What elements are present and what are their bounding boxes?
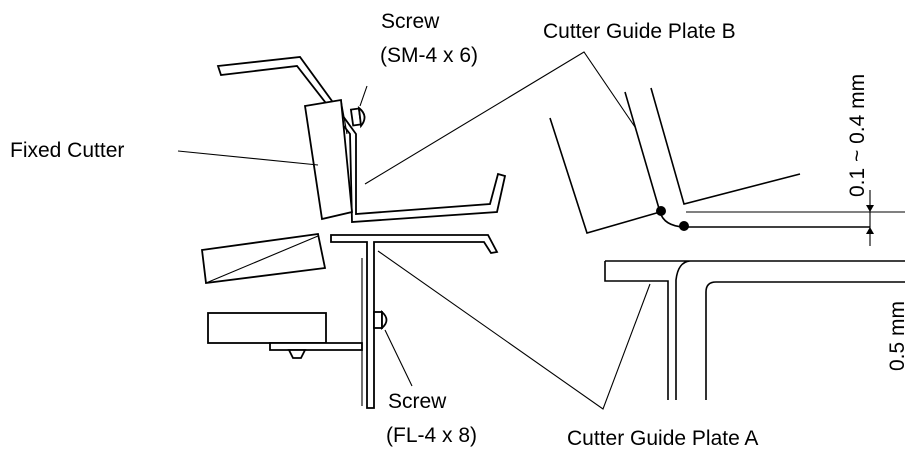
dimension-lines (686, 190, 905, 246)
movable-blade (201, 232, 327, 285)
screw-bottom-spec: (FL-4 x 8) (386, 424, 477, 447)
cutter-guide-b-label: Cutter Guide Plate B (543, 20, 736, 43)
gap-a-dimension: 0.5 mm (886, 301, 909, 371)
cutter-guide-a-label: Cutter Guide Plate A (567, 427, 758, 450)
fixed-cutter (303, 98, 353, 221)
screw-top-label: Screw (381, 10, 440, 33)
detail-plate-b (549, 87, 870, 234)
screw-top-spec: (SM-4 x 6) (380, 44, 478, 67)
leader-lines (177, 51, 651, 410)
gap-b-dimension: 0.1 ~ 0.4 mm (846, 74, 869, 197)
fixed-cutter-label: Fixed Cutter (10, 139, 124, 162)
screw-bottom-label: Screw (388, 390, 447, 413)
screw-sm-icon (349, 105, 366, 129)
screw-fl-icon (373, 309, 388, 331)
detail-plate-a (604, 260, 905, 400)
lower-guide-plate (330, 234, 499, 409)
upper-guide-plate (216, 56, 507, 223)
base-block (207, 312, 363, 359)
